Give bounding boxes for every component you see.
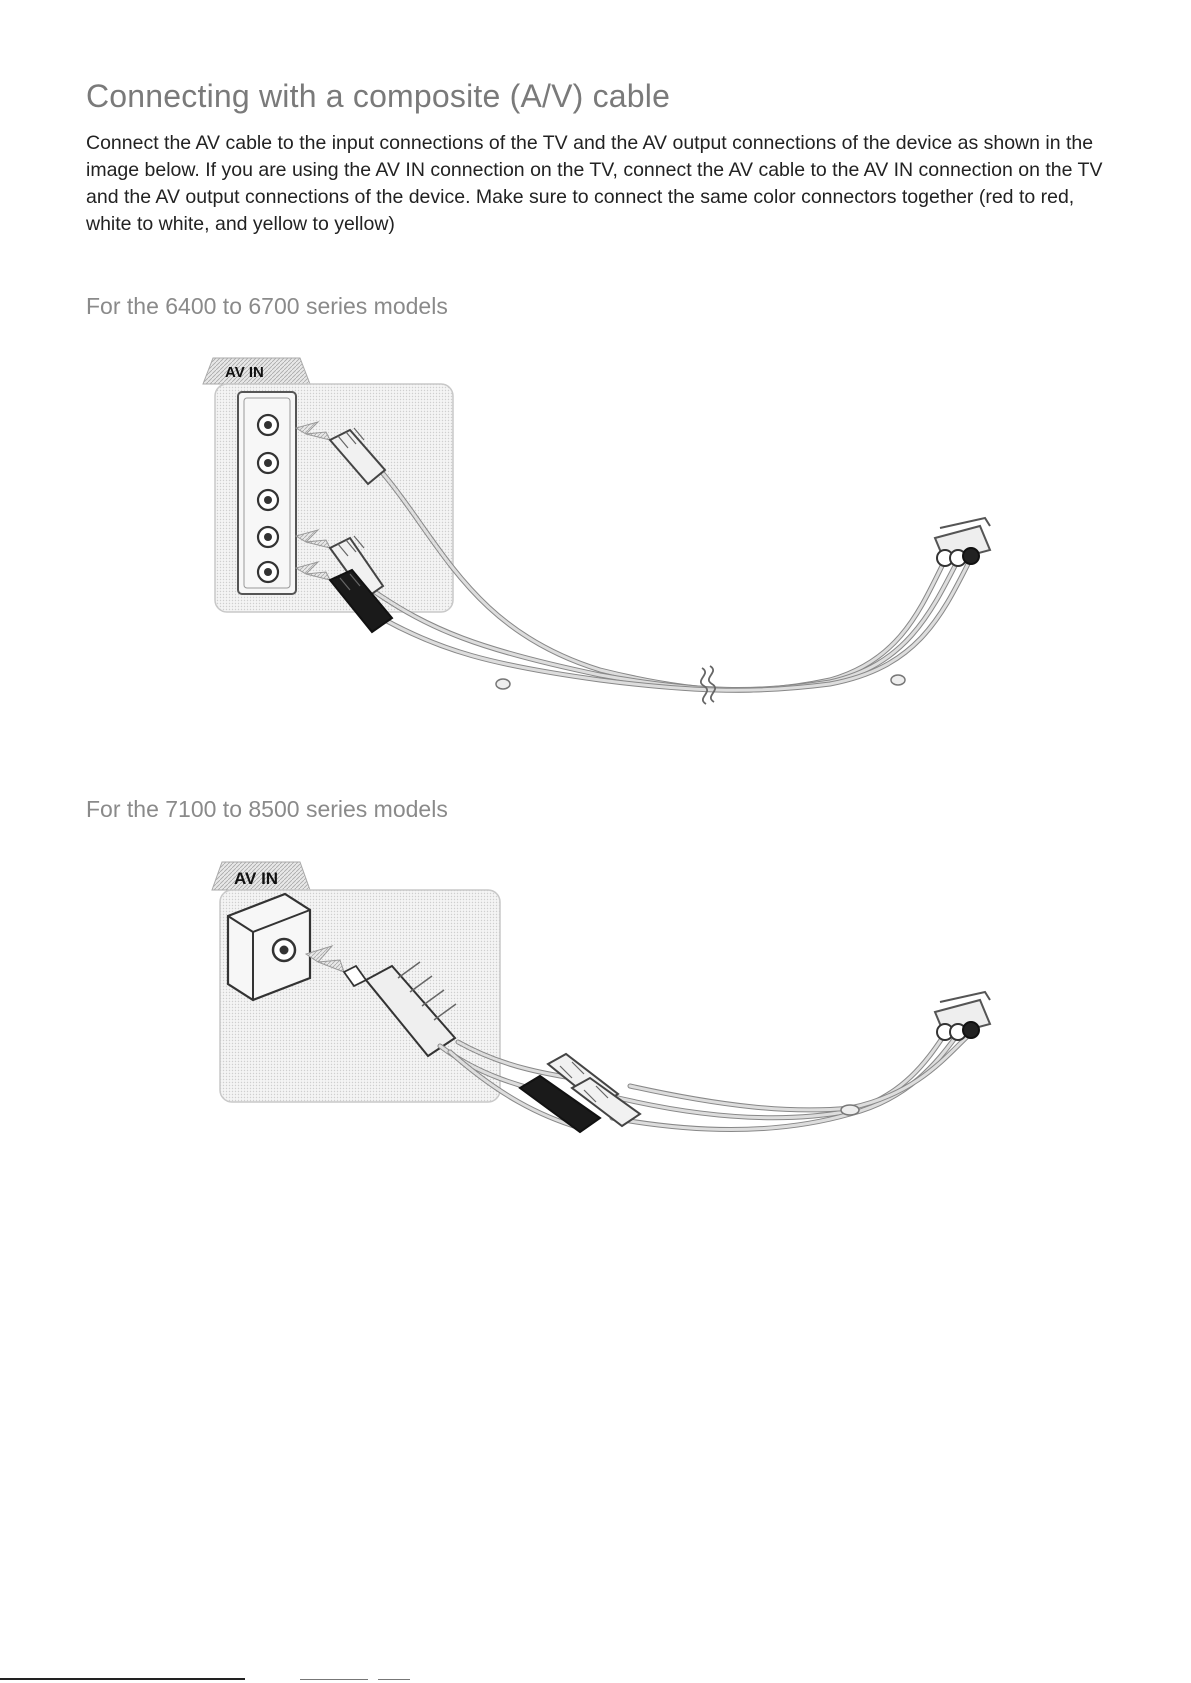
page-title: Connecting with a composite (A/V) cable bbox=[86, 78, 671, 114]
rca-plug-yellow-2 bbox=[570, 1076, 642, 1128]
instruction-paragraph: Connect the AV cable to the input connec… bbox=[86, 132, 1103, 235]
footer-mark bbox=[378, 1679, 410, 1680]
insert-arrow-icon bbox=[294, 421, 331, 581]
cable-clip bbox=[495, 678, 511, 690]
device-av-output-1 bbox=[933, 516, 992, 567]
av-in-jack bbox=[226, 892, 312, 1002]
av-connection-diagram-2: AV IN bbox=[211, 861, 992, 1134]
mini-jack-plug bbox=[342, 961, 457, 1058]
cable-break-mark bbox=[700, 665, 716, 705]
av-cable-bundle-2 bbox=[437, 1031, 973, 1132]
insert-arrow-icon bbox=[304, 945, 345, 973]
cable-clip bbox=[840, 1104, 860, 1116]
av-in-label-2: AV IN bbox=[234, 869, 278, 888]
footer-rule bbox=[0, 1678, 245, 1680]
diagram-2-heading: For the 7100 to 8500 series models bbox=[86, 796, 448, 822]
rca-plug-red bbox=[328, 568, 394, 634]
footer-mark bbox=[300, 1679, 368, 1680]
av-in-tab-1: AV IN bbox=[202, 357, 311, 385]
device-av-output-2 bbox=[933, 990, 992, 1041]
cable-clip bbox=[890, 674, 906, 686]
rca-cable-bundle-1 bbox=[369, 467, 973, 693]
av-jack-strip bbox=[237, 391, 297, 595]
rca-plug-yellow bbox=[328, 427, 387, 486]
rca-plug-red-2 bbox=[518, 1074, 602, 1134]
av-connection-diagram-1: AV IN bbox=[202, 357, 992, 705]
av-in-label-1: AV IN bbox=[225, 364, 264, 381]
diagram-1-heading: For the 6400 to 6700 series models bbox=[86, 293, 448, 319]
av-in-tab-2: AV IN bbox=[211, 861, 311, 891]
